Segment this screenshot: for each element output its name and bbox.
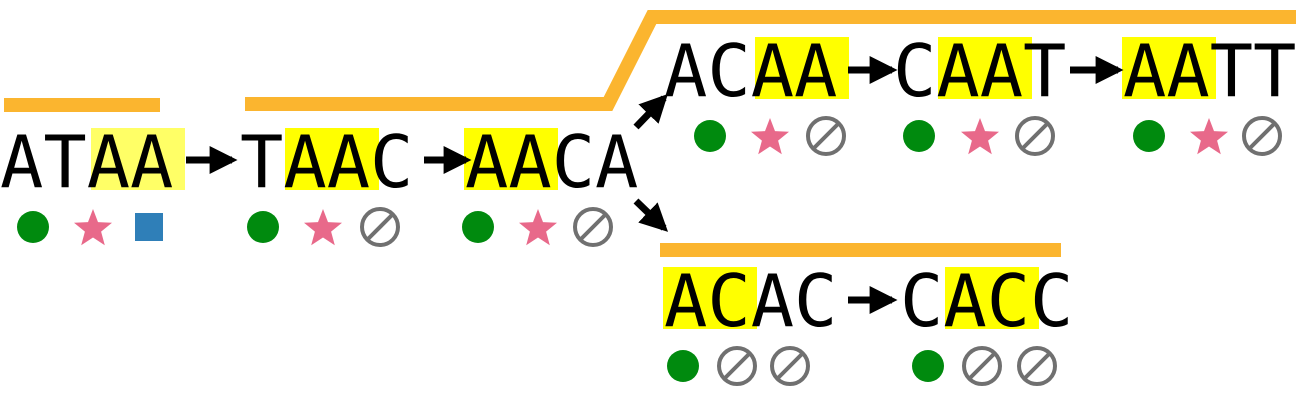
- pink-star-icon: [751, 118, 789, 155]
- blue-square-icon: [135, 213, 163, 241]
- pink-star-icon: [304, 209, 342, 246]
- highlight-taac: [285, 128, 379, 190]
- pink-star-icon: [961, 118, 999, 155]
- sequence-node-caat: CAAT: [893, 29, 1066, 113]
- blocked-icon: [806, 116, 846, 156]
- sequence-node-acac: ACAC: [664, 259, 837, 343]
- highlight-aatt: [1122, 37, 1216, 99]
- sequence-labels: ATAA TAAC AACA ACAA CAAT AATT ACAC CACC: [0, 29, 1296, 343]
- blocked-icon: [360, 207, 400, 247]
- green-circle-icon: [903, 120, 935, 152]
- green-circle-icon: [667, 350, 699, 382]
- highlight-ataa: [91, 128, 185, 190]
- blocked-icon: [770, 346, 810, 386]
- blocked-icon: [717, 346, 757, 386]
- green-circle-icon: [462, 211, 494, 243]
- sequence-node-acaa: ACAA: [664, 29, 837, 113]
- blocked-icon: [573, 207, 613, 247]
- highlight-acac: [663, 267, 757, 329]
- sequence-node-aatt: AATT: [1123, 29, 1296, 113]
- arrow-aaca-to-acaa: [633, 93, 668, 130]
- group-bar-main-upper: [245, 10, 1296, 111]
- letter-highlights: [91, 37, 1216, 329]
- arrow-aaca-to-acac: [633, 198, 669, 232]
- highlight-cacc: [945, 267, 1039, 329]
- group-bars: [4, 10, 1296, 257]
- sequence-node-aaca: AACA: [465, 120, 638, 204]
- highlight-acaa: [755, 37, 849, 99]
- blocked-icon: [1242, 116, 1282, 156]
- pink-star-icon: [519, 209, 557, 246]
- pink-star-icon: [74, 209, 112, 246]
- green-circle-icon: [17, 211, 49, 243]
- sequence-node-cacc: CACC: [900, 259, 1073, 343]
- status-markers: [17, 116, 1282, 386]
- blocked-icon: [1015, 116, 1055, 156]
- sequence-node-taac: TAAC: [240, 120, 413, 204]
- green-circle-icon: [247, 211, 279, 243]
- pink-star-icon: [1190, 118, 1228, 155]
- highlight-aaca: [464, 128, 558, 190]
- blocked-icon: [962, 346, 1002, 386]
- green-circle-icon: [912, 350, 944, 382]
- green-circle-icon: [1133, 120, 1165, 152]
- highlight-caat: [938, 37, 1032, 99]
- transition-arrows: [186, 56, 1124, 314]
- green-circle-icon: [694, 120, 726, 152]
- blocked-icon: [1017, 346, 1057, 386]
- sequence-node-ataa: ATAA: [0, 120, 173, 204]
